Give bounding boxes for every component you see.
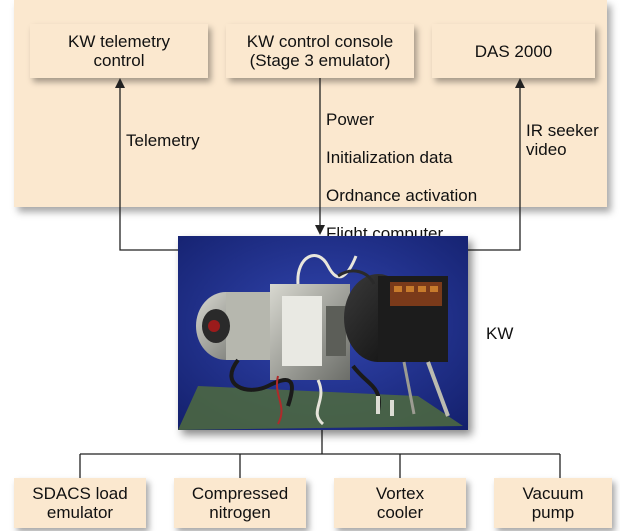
compressed-nitrogen-box: Compressed nitrogen <box>174 478 306 528</box>
kw-hardware-illustration <box>178 236 468 430</box>
telemetry-label: Telemetry <box>126 131 200 150</box>
vacuum-pump-box: Vacuum pump <box>494 478 612 528</box>
vortex-cooler-box: Vortex cooler <box>334 478 466 528</box>
ir-seeker-video-label: IR seeker video <box>526 121 599 159</box>
das-2000-box: DAS 2000 <box>432 24 595 78</box>
signal-initialization-data: Initialization data <box>326 148 453 167</box>
ir-seeker-link-line <box>468 78 525 251</box>
sdacs-load-emulator-box: SDACS load emulator <box>14 478 146 528</box>
signal-ordnance-activation: Ordnance activation <box>326 186 478 205</box>
kw-control-console-box: KW control console (Stage 3 emulator) <box>226 24 414 78</box>
signal-power: Power <box>326 110 375 129</box>
kw-telemetry-control-box: KW telemetry control <box>30 24 208 78</box>
kw-hardware-photo <box>178 236 468 430</box>
telemetry-link-line <box>115 78 178 251</box>
kw-label: KW <box>486 324 514 343</box>
